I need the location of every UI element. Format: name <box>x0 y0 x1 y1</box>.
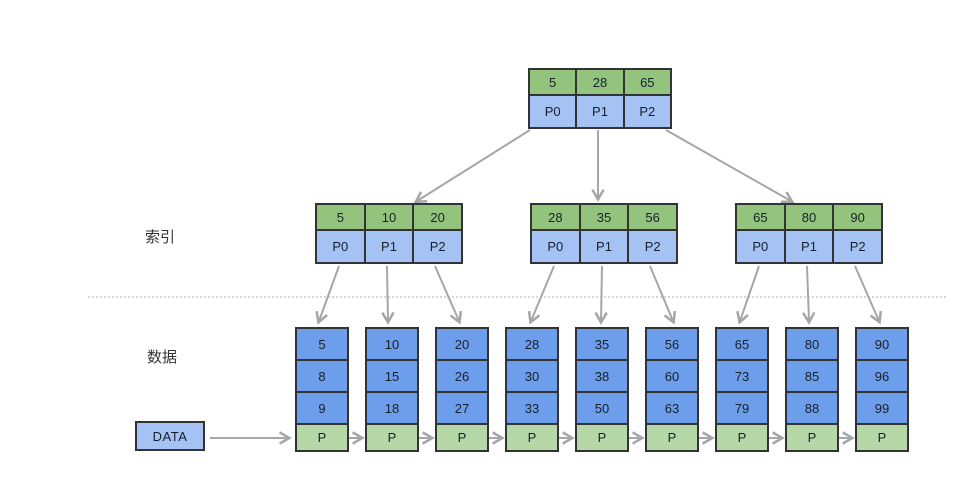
block-pointer-cell: P <box>367 425 417 450</box>
data-value-cell: 85 <box>787 361 837 391</box>
data-value-cell: 88 <box>787 393 837 423</box>
index-node-left: 5 10 20 P0 P1 P2 <box>315 203 463 264</box>
block-pointer-cell: P <box>787 425 837 450</box>
data-block: 10 15 18 P <box>365 327 419 452</box>
data-block: 35 38 50 P <box>575 327 629 452</box>
data-value-cell: 63 <box>647 393 697 423</box>
index-key-cell: 20 <box>414 205 461 229</box>
data-block: 56 60 63 P <box>645 327 699 452</box>
arrow-index0-p1-block1 <box>381 265 395 325</box>
root-pointer-cell: P1 <box>577 96 623 127</box>
arrow-index1-p0-block3 <box>527 265 555 325</box>
root-key-cell: 5 <box>530 70 576 94</box>
data-block: 80 85 88 P <box>785 327 839 452</box>
index-key-cell: 28 <box>532 205 579 229</box>
data-value-cell: 28 <box>507 329 557 359</box>
arrow-index1-p1-block4 <box>594 265 608 325</box>
data-entry-box: DATA <box>135 421 205 451</box>
data-value-cell: 33 <box>507 393 557 423</box>
arrow-index2-p0-block6 <box>736 265 760 325</box>
index-pointer-cell: P1 <box>580 231 628 262</box>
index-section-label: 索引 <box>145 229 176 246</box>
arrow-index2-p1-block7 <box>802 265 816 325</box>
data-value-cell: 10 <box>367 329 417 359</box>
data-value-cell: 30 <box>507 361 557 391</box>
arrow-index0-p2-block2 <box>434 265 463 325</box>
arrow-root-to-index-right <box>665 129 795 203</box>
data-value-cell: 80 <box>787 329 837 359</box>
index-key-cell: 65 <box>737 205 784 229</box>
index-pointer-cell: P2 <box>414 231 461 262</box>
index-node-right: 65 80 90 P0 P1 P2 <box>735 203 883 264</box>
root-key-cell: 28 <box>577 70 623 94</box>
index-pointer-cell: P1 <box>365 231 413 262</box>
index-key-cell: 35 <box>580 205 628 229</box>
block-pointer-cell: P <box>577 425 627 450</box>
data-block: 28 30 33 P <box>505 327 559 452</box>
data-value-cell: 5 <box>297 329 347 359</box>
index-key-cell: 5 <box>317 205 364 229</box>
data-block: 20 26 27 P <box>435 327 489 452</box>
arrow-index1-p2-block5 <box>649 265 677 325</box>
data-value-cell: 26 <box>437 361 487 391</box>
block-pointer-cell: P <box>857 425 907 450</box>
root-pointer-cell: P0 <box>530 96 576 127</box>
index-pointer-cell: P0 <box>737 231 784 262</box>
arrow-index0-p0-block0 <box>315 265 340 325</box>
data-value-cell: 60 <box>647 361 697 391</box>
index-key-cell: 10 <box>365 205 413 229</box>
data-value-cell: 90 <box>857 329 907 359</box>
index-key-cell: 90 <box>834 205 881 229</box>
index-node-middle: 28 35 56 P0 P1 P2 <box>530 203 678 264</box>
index-pointer-cell: P0 <box>317 231 364 262</box>
data-value-cell: 35 <box>577 329 627 359</box>
data-section-label: 数据 <box>147 349 178 366</box>
data-block: 90 96 99 P <box>855 327 909 452</box>
data-value-cell: 20 <box>437 329 487 359</box>
data-value-cell: 9 <box>297 393 347 423</box>
root-key-cell: 65 <box>624 70 670 94</box>
index-key-cell: 56 <box>629 205 676 229</box>
data-value-cell: 96 <box>857 361 907 391</box>
index-pointer-cell: P2 <box>629 231 676 262</box>
data-block: 5 8 9 P <box>295 327 349 452</box>
index-key-cell: 80 <box>785 205 833 229</box>
data-block: 65 73 79 P <box>715 327 769 452</box>
index-pointer-cell: P0 <box>532 231 579 262</box>
data-value-cell: 8 <box>297 361 347 391</box>
data-value-cell: 73 <box>717 361 767 391</box>
arrow-root-to-index-left <box>413 129 531 204</box>
data-value-cell: 65 <box>717 329 767 359</box>
block-pointer-cell: P <box>437 425 487 450</box>
root-pointer-cell: P2 <box>624 96 670 127</box>
data-value-cell: 56 <box>647 329 697 359</box>
index-pointer-cell: P2 <box>834 231 881 262</box>
data-value-cell: 18 <box>367 393 417 423</box>
arrow-index2-p2-block8 <box>854 265 883 325</box>
data-value-cell: 99 <box>857 393 907 423</box>
index-pointer-cell: P1 <box>785 231 833 262</box>
block-pointer-cell: P <box>647 425 697 450</box>
data-value-cell: 15 <box>367 361 417 391</box>
data-value-cell: 38 <box>577 361 627 391</box>
block-pointer-cell: P <box>717 425 767 450</box>
data-value-cell: 50 <box>577 393 627 423</box>
block-pointer-cell: P <box>297 425 347 450</box>
data-value-cell: 27 <box>437 393 487 423</box>
block-pointer-cell: P <box>507 425 557 450</box>
root-node: 5 28 65 P0 P1 P2 <box>528 68 672 129</box>
data-value-cell: 79 <box>717 393 767 423</box>
